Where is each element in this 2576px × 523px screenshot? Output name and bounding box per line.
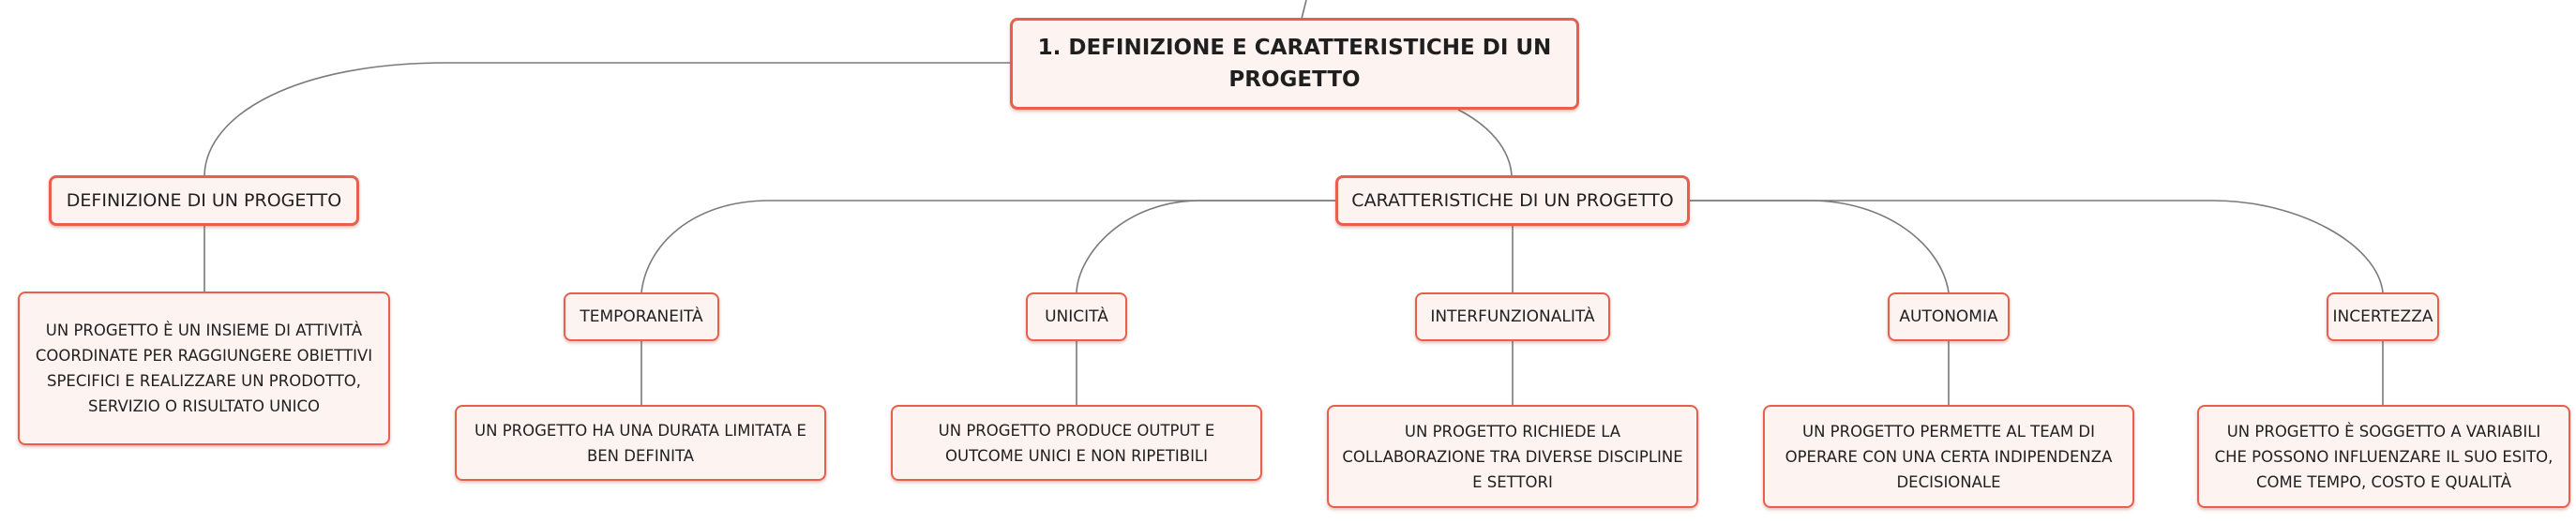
connector-car-unicita: [1076, 200, 1335, 293]
connector-parent-stub: [1301, 0, 1307, 20]
detail-autonomia-text: UN PROGETTO PERMETTE AL TEAM DI OPERARE …: [1785, 422, 2113, 491]
subtopic-temporaneita[interactable]: TEMPORANEITÀ: [564, 292, 719, 341]
detail-temporaneita-text: UN PROGETTO HA UNA DURATA LIMITATA E BEN…: [475, 421, 806, 465]
detail-interfunzionalita-text: UN PROGETTO RICHIEDE LA COLLABORAZIONE T…: [1342, 422, 1683, 491]
subtopic-unicita[interactable]: UNICITÀ: [1026, 292, 1127, 341]
subtopic-autonomia[interactable]: AUTONOMIA: [1888, 292, 2010, 341]
detail-interfunzionalita[interactable]: UN PROGETTO RICHIEDE LA COLLABORAZIONE T…: [1327, 405, 1698, 508]
connector-root-caratteristiche: [1457, 109, 1513, 176]
detail-unicita[interactable]: UN PROGETTO PRODUCE OUTPUT E OUTCOME UNI…: [891, 405, 1262, 481]
connector-car-incertezza: [1690, 200, 2384, 293]
detail-unicita-text: UN PROGETTO PRODUCE OUTPUT E OUTCOME UNI…: [938, 421, 1215, 465]
connector-car-autonomia: [1690, 200, 1950, 293]
root-topic-label: 1. DEFINIZIONE E CARATTERISTICHE DI UN P…: [1037, 36, 1552, 92]
subtopic-interfunzionalita[interactable]: INTERFUNZIONALITÀ: [1415, 292, 1610, 341]
detail-definizione[interactable]: UN PROGETTO È UN INSIEME DI ATTIVITÀ COO…: [18, 291, 390, 445]
topic-caratteristiche-label: CARATTERISTICHE DI UN PROGETTO: [1351, 190, 1674, 211]
detail-definizione-text: UN PROGETTO È UN INSIEME DI ATTIVITÀ COO…: [35, 321, 373, 415]
root-topic[interactable]: 1. DEFINIZIONE E CARATTERISTICHE DI UN P…: [1010, 18, 1579, 110]
subtopic-interfunzionalita-label: INTERFUNZIONALITÀ: [1430, 307, 1595, 326]
topic-caratteristiche[interactable]: CARATTERISTICHE DI UN PROGETTO: [1335, 175, 1690, 226]
subtopic-temporaneita-label: TEMPORANEITÀ: [580, 307, 703, 326]
detail-incertezza-text: UN PROGETTO È SOGGETTO A VARIABILI CHE P…: [2214, 422, 2553, 491]
topic-definizione-label: DEFINIZIONE DI UN PROGETTO: [66, 190, 342, 211]
topic-definizione[interactable]: DEFINIZIONE DI UN PROGETTO: [49, 175, 359, 226]
detail-autonomia[interactable]: UN PROGETTO PERMETTE AL TEAM DI OPERARE …: [1763, 405, 2134, 508]
connector-root-definizione: [203, 62, 1010, 176]
connector-car-temporaneita: [640, 200, 1335, 293]
detail-temporaneita[interactable]: UN PROGETTO HA UNA DURATA LIMITATA E BEN…: [455, 405, 826, 481]
subtopic-autonomia-label: AUTONOMIA: [1899, 307, 1998, 326]
subtopic-incertezza-label: INCERTEZZA: [2332, 307, 2433, 326]
detail-incertezza[interactable]: UN PROGETTO È SOGGETTO A VARIABILI CHE P…: [2197, 405, 2570, 508]
subtopic-unicita-label: UNICITÀ: [1045, 307, 1108, 326]
subtopic-incertezza[interactable]: INCERTEZZA: [2327, 292, 2439, 341]
